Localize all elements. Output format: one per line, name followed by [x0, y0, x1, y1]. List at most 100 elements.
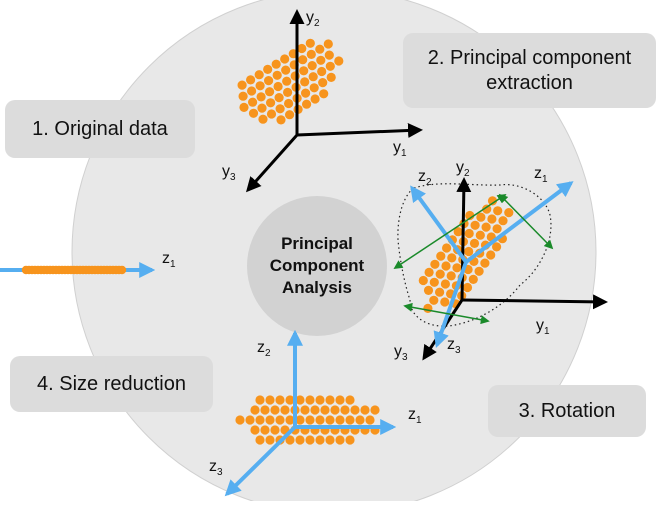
data-point: [255, 81, 265, 91]
data-point: [317, 66, 327, 77]
data-point: [486, 250, 496, 260]
reduced-group: z1: [0, 250, 176, 278]
center-title: Principal Component Analysis: [247, 196, 387, 336]
data-point: [429, 277, 439, 287]
data-point: [245, 415, 255, 425]
y3-label-top: y3: [222, 163, 236, 183]
data-point: [340, 405, 350, 415]
y3-axis-arrow: [246, 134, 299, 193]
data-point: [235, 415, 245, 425]
data-point: [266, 109, 277, 119]
data-point: [275, 415, 285, 425]
z1-label-left: z1: [162, 250, 176, 270]
data-point: [498, 216, 508, 226]
data-point: [323, 39, 333, 49]
data-point: [117, 265, 127, 275]
z2-label-bottom: z2: [257, 339, 271, 359]
data-point: [255, 395, 265, 405]
data-point: [469, 238, 480, 248]
y1-label-right: y1: [536, 317, 550, 337]
data-point: [418, 275, 428, 286]
data-point: [423, 303, 433, 313]
data-point: [345, 395, 355, 405]
data-point: [335, 395, 345, 405]
step-size-reduction: 4. Size reduction: [10, 356, 213, 412]
data-point: [260, 425, 270, 435]
data-point: [270, 425, 280, 435]
data-point: [350, 405, 360, 415]
data-point: [247, 86, 257, 96]
data-point: [248, 108, 259, 118]
data-point: [326, 72, 336, 82]
data-point: [334, 56, 344, 66]
data-point: [275, 395, 285, 405]
variance-arrow-2: [498, 193, 554, 250]
data-point: [325, 395, 335, 405]
data-point: [345, 415, 355, 425]
data-point: [274, 93, 284, 103]
data-point: [239, 102, 249, 112]
data-point: [246, 75, 256, 85]
data-point: [271, 59, 281, 69]
data-point: [345, 435, 355, 445]
data-point: [305, 435, 315, 445]
data-point: [301, 88, 311, 98]
data-point: [504, 208, 514, 218]
data-point: [315, 435, 325, 445]
step-rotation-label: 3. Rotation: [518, 399, 616, 422]
data-point: [250, 425, 260, 435]
step-original-data: 1. Original data: [5, 100, 195, 158]
data-point: [315, 415, 325, 425]
data-point: [281, 65, 291, 75]
data-point: [324, 50, 334, 60]
z2-label-right: z2: [418, 168, 432, 188]
y1-label-top: y1: [393, 139, 407, 159]
center-title-line3: Analysis: [282, 278, 352, 298]
distribution-outline: [397, 183, 552, 327]
data-point: [265, 415, 275, 425]
z3-label-right: z3: [447, 336, 461, 356]
data-point: [423, 285, 434, 295]
center-title-line1: Principal: [281, 233, 353, 253]
data-point: [464, 228, 474, 239]
data-point: [297, 43, 307, 54]
reduced-scatter: [21, 265, 127, 275]
data-point: [310, 405, 320, 415]
y1-axis-arrow: [296, 122, 423, 138]
data-point: [462, 282, 473, 293]
step-component-extraction: 2. Principal component extraction: [403, 33, 656, 108]
data-point: [264, 76, 274, 86]
data-point: [307, 61, 317, 71]
data-point: [283, 87, 293, 97]
data-point: [295, 415, 305, 425]
z3-label-bottom: z3: [209, 458, 223, 478]
z3-axis-arrow-bottom: [224, 425, 297, 497]
data-point: [493, 206, 503, 216]
original-scatter: [237, 38, 344, 125]
data-point: [424, 267, 434, 277]
data-point: [280, 54, 290, 64]
data-point: [319, 89, 329, 99]
data-point: [305, 395, 315, 405]
data-point: [468, 274, 478, 284]
original-axes-group: y2 y1 y3: [222, 9, 423, 193]
data-point: [270, 405, 280, 415]
variance-arrow-3: [403, 302, 490, 325]
y3-label-right: y3: [394, 343, 408, 363]
data-point: [480, 258, 490, 268]
data-point: [284, 98, 294, 109]
data-point: [299, 66, 309, 76]
data-point: [260, 405, 270, 415]
data-point: [325, 61, 335, 71]
data-point: [298, 55, 308, 65]
step-original-data-label: 1. Original data: [32, 117, 168, 140]
data-point: [474, 266, 484, 276]
variance-arrow-1: [393, 194, 507, 269]
center-title-line2: Component: [269, 255, 365, 275]
data-point: [265, 395, 275, 405]
step-component-extraction-line1: 2. Principal component: [427, 46, 632, 69]
data-point: [315, 44, 325, 54]
data-point: [464, 246, 474, 257]
data-point: [273, 81, 283, 92]
